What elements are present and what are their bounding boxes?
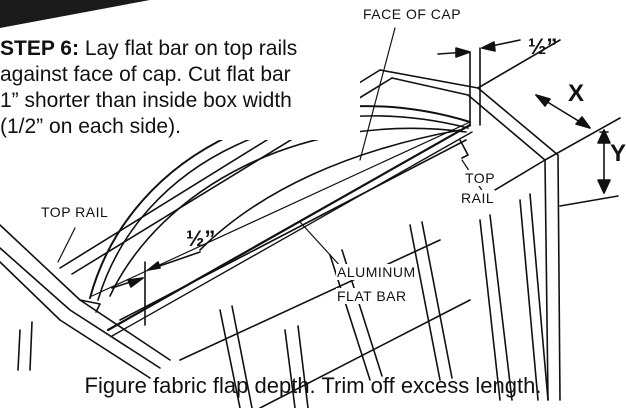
top-rail-right-label-1: TOP	[464, 170, 497, 186]
dimension-half-inch-left	[111, 251, 201, 326]
aluminum-label-2: FLAT BAR	[336, 288, 408, 304]
aluminum-label-1: ALUMINUM	[336, 264, 417, 280]
half-inch-left-label: ½”	[186, 226, 216, 251]
top-rail-right-label-2: RAIL	[460, 190, 496, 206]
step-line-1: Lay flat bar on top rails	[84, 37, 298, 60]
box-frame-right	[467, 87, 561, 401]
step-line-3: 1” shorter than inside box width	[0, 89, 292, 112]
leader-lines	[57, 27, 486, 269]
face-of-cap-label: FACE OF CAP	[362, 6, 463, 22]
half-inch-right-label: ½”	[528, 34, 558, 59]
cap-arches	[89, 105, 471, 301]
step-line-4: (1/2” on each side).	[0, 115, 181, 138]
top-rail-left-label: TOP RAIL	[40, 204, 110, 220]
step-instructions: STEP 6: Lay flat bar on top rails agains…	[0, 36, 360, 140]
dimension-x	[477, 39, 621, 161]
figure-caption: Figure fabric flap depth. Trim off exces…	[84, 373, 542, 398]
dimension-y-label: Y	[610, 140, 626, 167]
dimension-y	[559, 129, 619, 207]
aluminum-flat-bar	[79, 123, 473, 337]
step-label: STEP 6:	[0, 37, 79, 60]
dimension-x-label: X	[568, 80, 585, 107]
corner-wedge	[0, 0, 150, 28]
step-line-2: against face of cap. Cut flat bar	[0, 63, 291, 86]
